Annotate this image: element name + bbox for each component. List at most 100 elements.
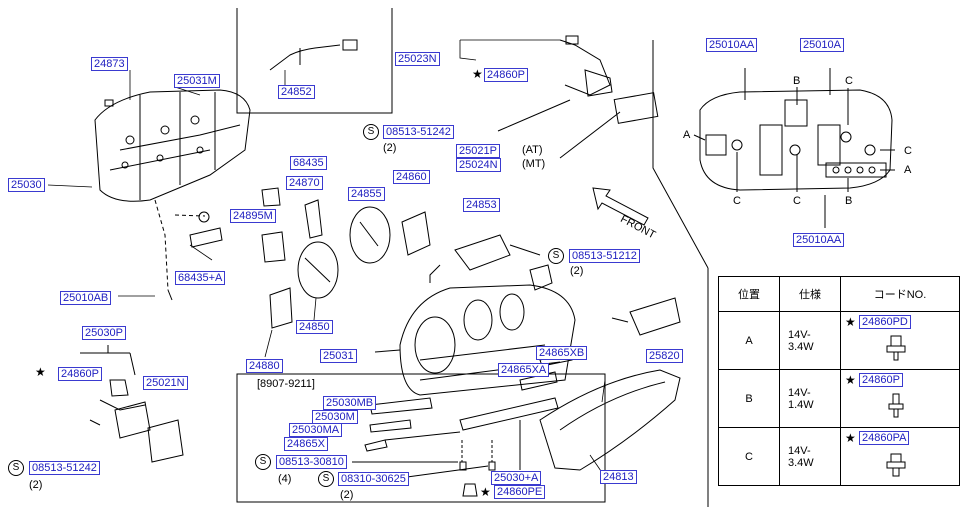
table-header-position: 位置 — [718, 276, 780, 312]
s-symbol-4: S — [318, 471, 334, 487]
lens-24813 — [539, 369, 681, 471]
socket-letter-c: C — [733, 195, 741, 207]
star-marker: ★ — [845, 373, 856, 387]
socket-letter-c: C — [793, 195, 801, 207]
part-label-25030p[interactable]: 25030P — [82, 326, 126, 340]
part-label-24860p-left[interactable]: 24860P — [58, 367, 102, 381]
part-label-24855[interactable]: 24855 — [348, 187, 385, 201]
qty-text: (2) — [570, 265, 584, 277]
part-label-08513-51242-top[interactable]: 08513-51242 — [383, 125, 454, 139]
part-label-25010aa-bottom[interactable]: 25010AA — [793, 233, 845, 247]
part-label-08513-51212[interactable]: 08513-51212 — [569, 249, 640, 263]
part-label-25010aa-top[interactable]: 25010AA — [706, 38, 758, 52]
bulb-icon — [888, 393, 904, 418]
part-label-24873[interactable]: 24873 — [91, 57, 128, 71]
part-label-08513-30810[interactable]: 08513-30810 — [276, 455, 347, 469]
qty-text: (4) — [278, 473, 292, 485]
qty-text: (2) — [29, 479, 43, 491]
part-label-24860[interactable]: 24860 — [393, 170, 430, 184]
s-symbol-2: S — [548, 248, 564, 264]
date-range-text: [8907-9211] — [257, 378, 315, 390]
row-spec: 14V- 3.4W — [779, 311, 841, 370]
bulb-icon — [886, 335, 906, 361]
cluster-housing-left — [94, 89, 251, 202]
part-label-24850[interactable]: 24850 — [296, 320, 333, 334]
part-label-25030m[interactable]: 25030M — [312, 410, 358, 424]
inset-box-lower — [236, 373, 606, 503]
row-spec: 14V- 1.4W — [779, 369, 841, 428]
part-label-25030a[interactable]: 25030+A — [491, 471, 542, 485]
part-label-25031m[interactable]: 25031M — [174, 74, 220, 88]
divider-right — [652, 40, 709, 269]
part-label-08310-30625[interactable]: 08310-30625 — [338, 472, 409, 486]
cluster-housing-right — [699, 89, 893, 191]
part-label-25010ab[interactable]: 25010AB — [60, 291, 112, 305]
qty-text: (2) — [383, 142, 397, 154]
star-marker: ★ — [845, 315, 856, 329]
part-label-24870[interactable]: 24870 — [286, 176, 323, 190]
star-marker-1: ★ — [472, 67, 483, 81]
socket-letter-a: A — [683, 129, 691, 141]
part-label-25030mb[interactable]: 25030MB — [323, 396, 377, 410]
qty-text: (2) — [340, 489, 354, 501]
part-label-24865x[interactable]: 24865X — [284, 437, 328, 451]
part-label-25023n[interactable]: 25023N — [395, 52, 440, 66]
table-row: A 14V- 3.4W ★ 24860PD — [718, 311, 960, 370]
inset-box-sender — [236, 8, 393, 114]
front-arrow-outline — [592, 187, 649, 226]
at-text: (AT) — [522, 144, 543, 156]
row-code-cell: ★ 24860PD — [840, 311, 960, 370]
row-code-cell: ★ 24860P — [840, 369, 960, 428]
part-label-24853[interactable]: 24853 — [463, 198, 500, 212]
gauge-parts — [261, 187, 431, 329]
part-label-24860pe[interactable]: 24860PE — [494, 485, 546, 499]
part-label-24865xb[interactable]: 24865XB — [536, 346, 588, 360]
row-spec: 14V- 3.4W — [779, 427, 841, 486]
socket-letter-b: B — [793, 75, 801, 87]
mt-text: (MT) — [522, 158, 546, 170]
part-label-25031[interactable]: 25031 — [320, 349, 357, 363]
row-pos: B — [718, 369, 780, 428]
part-label-25021p[interactable]: 25021P — [456, 144, 500, 158]
star-marker: ★ — [845, 431, 856, 445]
part-label-24880[interactable]: 24880 — [246, 359, 283, 373]
part-label-25030ma[interactable]: 25030MA — [289, 423, 343, 437]
table-row: B 14V- 1.4W ★ 24860P — [718, 369, 960, 428]
s-symbol-5: S — [8, 460, 24, 476]
row-code-cell: ★ 24860PA — [840, 427, 960, 486]
code-label-24860pa[interactable]: 24860PA — [859, 431, 910, 445]
table-header-code: コードNO. — [840, 276, 960, 312]
code-label-24860p[interactable]: 24860P — [859, 373, 903, 387]
s-symbol-1: S — [363, 124, 379, 140]
table-header-spec: 仕様 — [779, 276, 841, 312]
part-label-24865xa[interactable]: 24865XA — [498, 363, 550, 377]
part-label-08513-51242-left[interactable]: 08513-51242 — [29, 461, 100, 475]
cluster-housing-center — [399, 284, 576, 396]
socket-letter-c: C — [845, 75, 853, 87]
socket-letter-a: A — [904, 164, 912, 176]
part-label-25030[interactable]: 25030 — [8, 178, 45, 192]
code-label-24860pd[interactable]: 24860PD — [859, 315, 911, 329]
socket-letter-b: B — [845, 195, 853, 207]
row-pos: A — [718, 311, 780, 370]
part-label-25024n[interactable]: 25024N — [456, 158, 501, 172]
part-label-24813[interactable]: 24813 — [600, 470, 637, 484]
part-label-25021n[interactable]: 25021N — [143, 376, 188, 390]
s-symbol-3: S — [255, 454, 271, 470]
table-row: C 14V- 3.4W ★ 24860PA — [718, 427, 960, 486]
socket-letter-c: C — [904, 145, 912, 157]
part-label-68435[interactable]: 68435 — [290, 156, 327, 170]
part-label-25010a[interactable]: 25010A — [800, 38, 844, 52]
part-label-24852[interactable]: 24852 — [278, 85, 315, 99]
star-marker-2: ★ — [35, 365, 46, 379]
part-label-68435a[interactable]: 68435+A — [175, 271, 226, 285]
part-label-24895m[interactable]: 24895M — [230, 209, 276, 223]
bulb-icon — [886, 453, 906, 477]
part-label-24860p-top[interactable]: 24860P — [484, 68, 528, 82]
part-label-25820[interactable]: 25820 — [646, 349, 683, 363]
star-marker-3: ★ — [480, 485, 491, 499]
bulb-spec-table: 位置 仕様 コードNO. A 14V- 3.4W ★ 24860PD B 14V… — [718, 276, 960, 486]
row-pos: C — [718, 427, 780, 486]
